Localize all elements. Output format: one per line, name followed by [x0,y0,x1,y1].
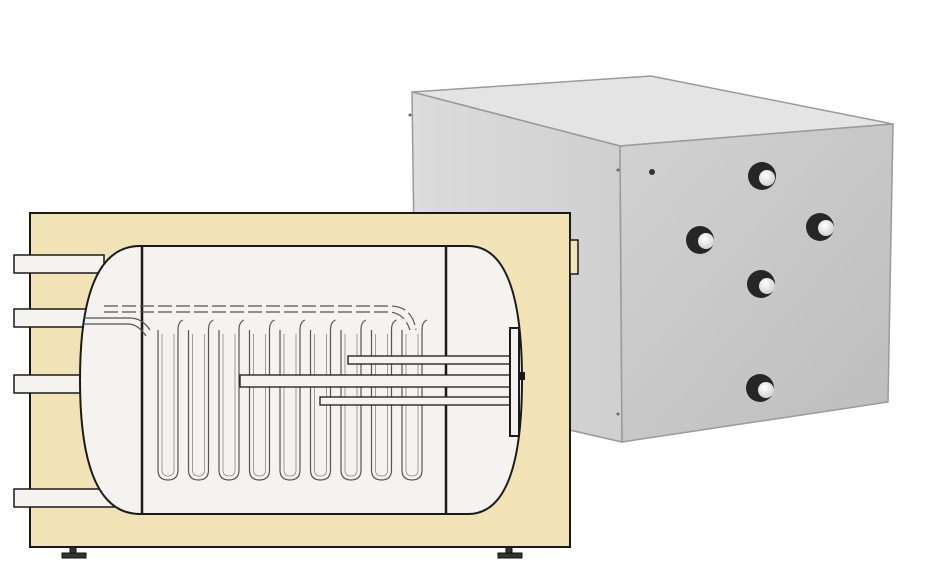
housing-screw [616,412,620,416]
coil-loop [340,319,367,481]
side-bracket [569,239,579,275]
pipe-1 [13,254,105,274]
foot-left [61,546,87,559]
flange [509,327,520,437]
rod-lower [319,396,513,406]
coil-loop [370,319,397,481]
flange-knob [519,372,525,380]
pipe-2 [13,308,95,328]
coil-loop [309,319,336,481]
port-right [806,213,834,241]
rod-middle [239,374,513,388]
coil-loop-inner [253,334,266,477]
port-left [686,226,714,254]
coil-loop [401,319,428,481]
coil-loop-inner [405,334,419,477]
coil-loop-inner [161,334,175,477]
heat-exchanger-coil [84,305,417,337]
coil-loop [187,319,214,481]
coil-loop [218,319,245,481]
coil-loop-inner [344,334,358,477]
port-bottom [746,374,774,402]
feet [61,546,523,559]
coil-loop-inner [375,334,388,477]
housing-indicator-dot [649,169,655,175]
coil-loop-inner [192,334,205,477]
pipe-3 [13,374,85,394]
rod-upper [347,355,513,365]
coil-loop-inner [314,334,327,477]
coil-loop-inner [222,334,236,477]
foot-right [497,546,523,559]
coil-loop [279,319,306,481]
left-pipes [13,254,115,508]
pipe-4 [13,488,115,508]
housing-screw [616,168,620,172]
coil-loop [248,319,275,481]
cross-section-diagram [13,212,579,559]
port-top [748,162,776,190]
coil-loop-inner [283,334,297,477]
port-center [747,270,775,298]
housing-screw [408,113,412,117]
coil-loop [157,319,184,481]
coil-loops [157,319,428,481]
